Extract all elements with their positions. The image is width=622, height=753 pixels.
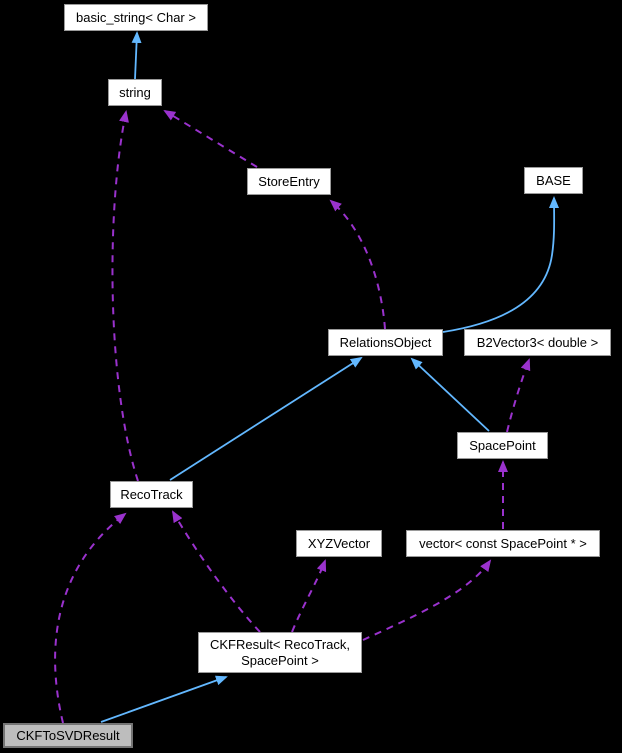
node-label: string (119, 84, 151, 100)
node-vector_spacepoint[interactable]: vector< const SpacePoint * > (406, 530, 600, 557)
edge-space_point-to-b2vector3 (506, 358, 531, 433)
node-xyz_vector[interactable]: XYZVector (296, 530, 382, 557)
node-ckf_result[interactable]: CKFResult< RecoTrack,SpacePoint > (198, 632, 362, 673)
edge-reco_track-to-string (111, 110, 139, 482)
node-base[interactable]: BASE (524, 167, 583, 194)
node-label: RecoTrack (120, 486, 183, 502)
edge-space_point-to-relations_object (410, 357, 490, 432)
edge-ckf_result-to-xyz_vector (291, 559, 327, 633)
edge-ckf_to_svd_result-to-ckf_result (100, 675, 228, 723)
node-relations_object[interactable]: RelationsObject (328, 329, 443, 356)
edge-relations_object-to-store_entry (329, 199, 386, 330)
node-label: StoreEntry (258, 173, 320, 189)
node-basic_string[interactable]: basic_string< Char > (64, 4, 208, 31)
node-label: CKFToSVDResult (16, 727, 120, 743)
node-label: SpacePoint (469, 437, 536, 453)
edge-ckf_result-to-reco_track (171, 510, 261, 633)
node-reco_track[interactable]: RecoTrack (110, 481, 193, 508)
edge-string-to-basic_string (131, 31, 142, 80)
node-label: BASE (536, 172, 571, 188)
edge-relations_object-to-base (442, 196, 560, 333)
node-label: basic_string< Char > (76, 9, 196, 25)
node-label: SpacePoint > (241, 652, 319, 668)
node-b2vector3[interactable]: B2Vector3< double > (464, 329, 611, 356)
node-label: B2Vector3< double > (476, 334, 599, 350)
edge-ckf_to_svd_result-to-reco_track (54, 512, 127, 724)
node-space_point[interactable]: SpacePoint (457, 432, 548, 459)
node-label: XYZVector (307, 535, 371, 551)
node-string[interactable]: string (108, 79, 162, 106)
edge-store_entry-to-string (163, 109, 258, 168)
node-label: RelationsObject (339, 334, 432, 350)
edge-ckf_result-to-vector_spacepoint (362, 559, 492, 641)
node-ckf_to_svd_result: CKFToSVDResult (3, 723, 133, 748)
node-label: vector< const SpacePoint * > (419, 535, 587, 551)
node-label: CKFResult< RecoTrack, (209, 636, 351, 652)
edge-reco_track-to-relations_object (169, 356, 363, 481)
node-store_entry[interactable]: StoreEntry (247, 168, 331, 195)
